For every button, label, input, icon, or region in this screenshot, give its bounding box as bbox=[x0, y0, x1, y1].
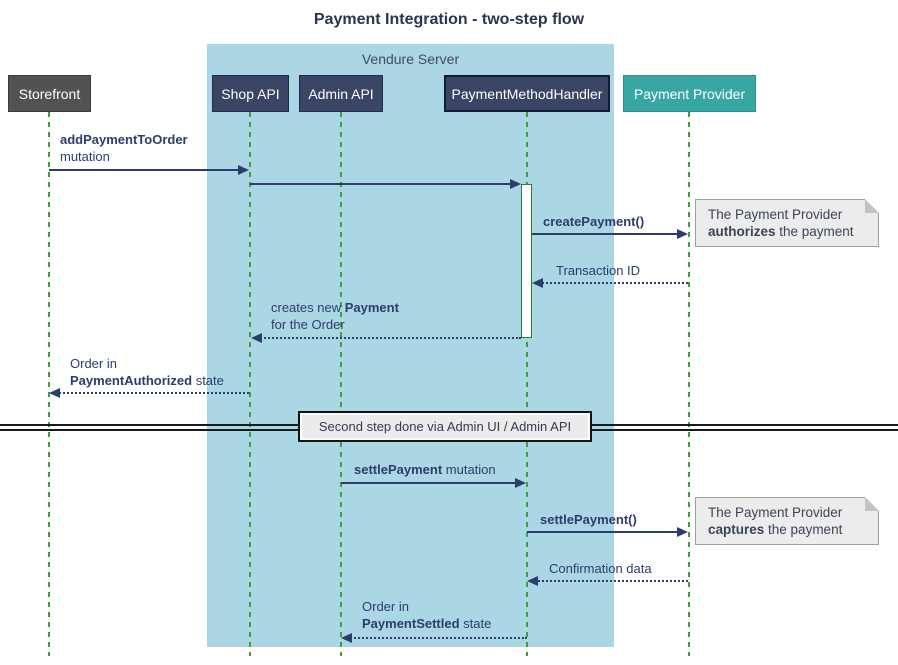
message-label-line1: Order in bbox=[70, 356, 117, 371]
message-label: Order in PaymentAuthorized state bbox=[70, 355, 224, 389]
message-label-bold: settlePayment bbox=[354, 462, 443, 477]
message-label: Transaction ID bbox=[556, 262, 640, 279]
participant-label: Admin API bbox=[308, 85, 374, 102]
arrowhead-right-icon bbox=[677, 229, 688, 239]
message-label-text: Confirmation data bbox=[549, 561, 652, 576]
dotted-arrow bbox=[257, 337, 521, 339]
solid-arrow bbox=[250, 183, 512, 185]
message-label-post: state bbox=[192, 373, 224, 388]
arrowhead-right-icon bbox=[238, 165, 249, 175]
note-fold-icon bbox=[865, 199, 879, 213]
message-label-bold: Payment bbox=[344, 300, 399, 315]
dotted-arrow bbox=[538, 282, 688, 284]
message-label-bold: addPaymentToOrder bbox=[60, 132, 188, 147]
arrowhead-right-icon bbox=[515, 478, 526, 488]
note-line1: The Payment Provider bbox=[708, 207, 843, 222]
participant-label: Storefront bbox=[18, 85, 81, 102]
dotted-arrow bbox=[347, 637, 527, 639]
lifeline-storefront bbox=[48, 112, 50, 656]
solid-arrow bbox=[527, 531, 680, 533]
frame-label: Vendure Server bbox=[361, 51, 460, 67]
arrowhead-left-icon bbox=[527, 576, 538, 586]
lifeline-payment-method-handler bbox=[526, 112, 528, 656]
solid-arrow bbox=[341, 482, 518, 484]
message-label: addPaymentToOrder mutation bbox=[60, 131, 188, 165]
message-label: Order in PaymentSettled state bbox=[362, 598, 491, 632]
message-label-bold: settlePayment() bbox=[540, 512, 637, 527]
vendure-server-frame: Vendure Server bbox=[207, 44, 614, 647]
arrowhead-right-icon bbox=[510, 179, 521, 189]
dotted-arrow bbox=[55, 392, 249, 394]
diagram-title: Payment Integration - two-step flow bbox=[313, 11, 585, 28]
participant-label: Shop API bbox=[221, 85, 280, 102]
solid-arrow bbox=[49, 169, 240, 171]
participant-shop-api: Shop API bbox=[212, 75, 289, 112]
arrowhead-left-icon bbox=[341, 633, 352, 643]
message-label-post: mutation bbox=[442, 462, 496, 477]
arrowhead-left-icon bbox=[49, 388, 60, 398]
divider-label-box: Second step done via Admin UI / Admin AP… bbox=[298, 411, 592, 442]
note-bold: authorizes bbox=[708, 224, 776, 239]
activation-bar bbox=[521, 184, 532, 338]
message-label-line1: Order in bbox=[362, 599, 409, 614]
message-label-bold: PaymentAuthorized bbox=[70, 373, 193, 388]
note-post: the payment bbox=[764, 522, 843, 537]
participant-admin-api: Admin API bbox=[299, 75, 383, 112]
message-label: settlePayment mutation bbox=[354, 461, 496, 478]
participant-storefront: Storefront bbox=[8, 75, 91, 112]
note-authorize: The Payment Provider authorizes the paym… bbox=[695, 199, 879, 247]
message-label-post: state bbox=[459, 616, 492, 631]
message-label: settlePayment() bbox=[540, 511, 637, 528]
participant-payment-method-handler: PaymentMethodHandler bbox=[444, 75, 610, 112]
message-label-line2: mutation bbox=[60, 149, 110, 164]
message-label-bold: createPayment() bbox=[543, 214, 645, 229]
note-fold-icon bbox=[865, 497, 879, 511]
message-label: creates new Payment for the Order bbox=[271, 299, 399, 333]
message-label-bold: PaymentSettled bbox=[362, 616, 460, 631]
message-label-pre: creates new bbox=[271, 300, 345, 315]
note-post: the payment bbox=[775, 224, 854, 239]
message-label-line2: for the Order bbox=[271, 317, 345, 332]
note-bold: captures bbox=[708, 522, 765, 537]
lifeline-admin-api bbox=[340, 112, 342, 656]
note-capture: The Payment Provider captures the paymen… bbox=[695, 497, 879, 545]
message-label-text: Transaction ID bbox=[556, 263, 641, 278]
lifeline-payment-provider bbox=[688, 112, 690, 656]
message-label: Confirmation data bbox=[549, 560, 652, 577]
arrowhead-left-icon bbox=[532, 278, 543, 288]
participant-label: PaymentMethodHandler bbox=[451, 85, 603, 102]
dotted-arrow bbox=[533, 580, 688, 582]
participant-label: Payment Provider bbox=[633, 85, 746, 102]
divider-label: Second step done via Admin UI / Admin AP… bbox=[318, 419, 572, 434]
note-line1: The Payment Provider bbox=[708, 505, 843, 520]
lifeline-shop-api bbox=[249, 112, 251, 656]
participant-payment-provider: Payment Provider bbox=[623, 75, 756, 112]
message-label: createPayment() bbox=[543, 213, 644, 230]
arrowhead-right-icon bbox=[677, 527, 688, 537]
solid-arrow bbox=[532, 233, 680, 235]
arrowhead-left-icon bbox=[251, 333, 262, 343]
